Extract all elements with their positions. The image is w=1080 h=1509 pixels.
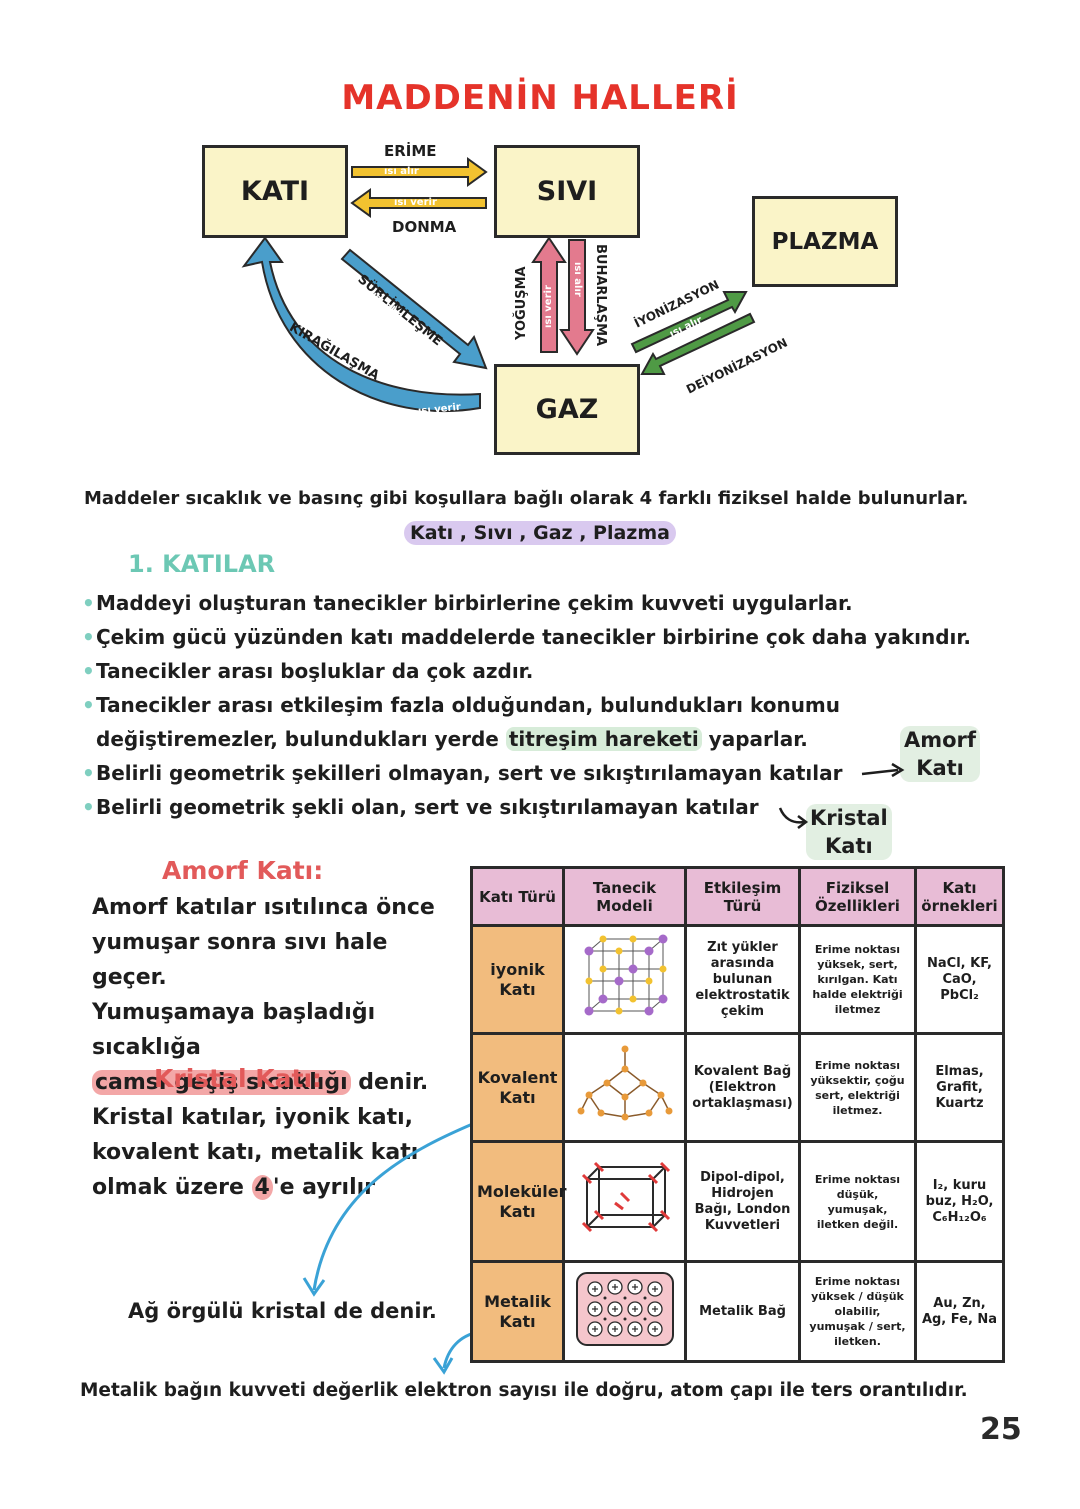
examples-cell: NaCl, KF, CaO, PbCl₂ xyxy=(914,924,1005,1035)
properties-cell: Erime noktası yüksek, sert, kırılgan. Ka… xyxy=(798,924,917,1035)
properties-cell: Erime noktası yüksektir, çoğu sert, elek… xyxy=(798,1032,917,1143)
table-row: Kovalent Katı Kovalent Bağ (Elektron ort… xyxy=(470,1032,1005,1143)
condensation-arrow xyxy=(531,236,567,353)
condensation-note: ısı verir xyxy=(543,285,554,328)
page-title: MADDENİN HALLERİ xyxy=(341,78,739,118)
molecular-model-cell xyxy=(562,1140,687,1263)
deposition-arrow xyxy=(241,236,481,412)
section-heading: 1. KATILAR xyxy=(128,550,276,578)
bullet-6: Belirli geometrik şekli olan, sert ve sı… xyxy=(82,790,1002,824)
condensation-label: YOĞUŞMA xyxy=(514,266,529,340)
table-row: Moleküler Katı Dipol-dipol, Hidrojen Bağ… xyxy=(470,1140,1005,1263)
sublimation-arrow xyxy=(340,248,488,370)
footer-sentence: Metalik bağın kuvveti değerlik elektron … xyxy=(80,1380,968,1401)
table-header: Fiziksel Özellikleri xyxy=(798,866,917,927)
melting-label: ERİME xyxy=(384,142,437,160)
solid-type-cell: iyonik Katı xyxy=(470,924,565,1035)
freezing-arrow xyxy=(350,188,487,218)
covalent-network-model xyxy=(577,1045,672,1121)
examples-cell: Elmas, Grafit, Kuartz xyxy=(914,1032,1005,1143)
ionic-lattice-model xyxy=(584,934,667,1016)
interaction-cell: Kovalent Bağ (Elektron ortaklaşması) xyxy=(684,1032,801,1143)
ionic-model-cell xyxy=(562,924,687,1035)
state-box-solid: KATI xyxy=(202,145,348,238)
kristal-text: Kristal katılar, iyonik katı, kovalent k… xyxy=(92,1105,419,1200)
table-row: iyonik Katı Zıt yükler arasında bulunan … xyxy=(470,924,1005,1035)
state-box-gas: GAZ xyxy=(494,364,640,455)
solid-type-cell: Kovalent Katı xyxy=(470,1032,565,1143)
melting-note: ısı alır xyxy=(384,166,419,177)
metallic-sea-model xyxy=(575,1272,674,1346)
bullet-1: Maddeyi oluşturan tanecikler birbirlerin… xyxy=(82,586,1002,620)
kristal-heading: Kristal Katı: xyxy=(154,1064,323,1093)
melting-arrow xyxy=(351,157,488,187)
solid-type-cell: Moleküler Katı xyxy=(470,1140,567,1263)
page-number: 25 xyxy=(980,1412,1022,1447)
solid-types-table: Katı Türü Tanecik Modeli Etkileşim Türü … xyxy=(470,866,1005,1363)
bullet-4-line-2: değiştiremezler, bulundukları yerde titr… xyxy=(96,727,808,751)
bullet-5: Belirli geometrik şekilleri olmayan, ser… xyxy=(82,756,1002,790)
table-header: Katı Türü xyxy=(470,866,565,927)
evaporation-label: BUHARLAŞMA xyxy=(593,244,608,347)
examples-cell: Au, Zn, Ag, Fe, Na xyxy=(914,1260,1005,1363)
evaporation-note: ısı alır xyxy=(572,262,583,297)
amorf-heading: Amorf Katı: xyxy=(162,856,324,885)
state-change-diagram xyxy=(241,157,756,412)
intro-sentence: Maddeler sıcaklık ve basınç gibi koşulla… xyxy=(84,488,969,509)
bullet-4-line-1: Tanecikler arası etkileşim fazla olduğun… xyxy=(82,688,1002,722)
examples-cell: I₂, kuru buz, H₂O, C₆H₁₂O₆ xyxy=(914,1140,1005,1263)
freezing-note: ısı verir xyxy=(394,197,437,208)
properties-cell: Erime noktası yüksek / düşük olabilir, y… xyxy=(798,1260,917,1363)
state-box-liquid: SIVI xyxy=(494,145,640,238)
table-header: Tanecik Modeli xyxy=(562,866,687,927)
metallic-model-cell xyxy=(562,1260,687,1363)
side-arrows xyxy=(778,762,905,829)
table-header: Etkileşim Türü xyxy=(684,866,801,927)
interaction-cell: Dipol-dipol, Hidrojen Bağı, London Kuvve… xyxy=(684,1140,801,1263)
bullet-2: Çekim gücü yüzünden katı maddelerde tane… xyxy=(82,620,1002,654)
table-header: Katı örnekleri xyxy=(914,866,1005,927)
freezing-label: DONMA xyxy=(392,218,457,236)
interaction-cell: Metalik Bağ xyxy=(684,1260,801,1363)
covalent-model-cell xyxy=(562,1032,687,1143)
properties-cell: Erime noktası düşük, yumuşak, iletken de… xyxy=(798,1140,917,1263)
deionization-arrow xyxy=(640,312,756,375)
table-row: Metalik Katı xyxy=(470,1260,1005,1363)
solid-type-cell: Metalik Katı xyxy=(470,1260,565,1363)
kristal-note: Ağ örgülü kristal de denir. xyxy=(128,1299,437,1323)
amorf-text: Amorf katılar ısıtılınca önce yumuşar so… xyxy=(92,895,435,1095)
state-box-plasma: PLAZMA xyxy=(752,196,898,287)
solids-bullet-list: Maddeyi oluşturan tanecikler birbirlerin… xyxy=(82,586,1002,824)
bullet-3: Tanecikler arası boşluklar da çok azdır. xyxy=(82,654,1002,688)
molecular-lattice-model xyxy=(581,1161,670,1233)
evaporation-arrow xyxy=(559,239,595,356)
states-list: Katı , Sıvı , Gaz , Plazma xyxy=(404,521,676,545)
interaction-cell: Zıt yükler arasında bulunan elektrostati… xyxy=(684,924,801,1035)
ionization-arrow xyxy=(630,291,748,354)
